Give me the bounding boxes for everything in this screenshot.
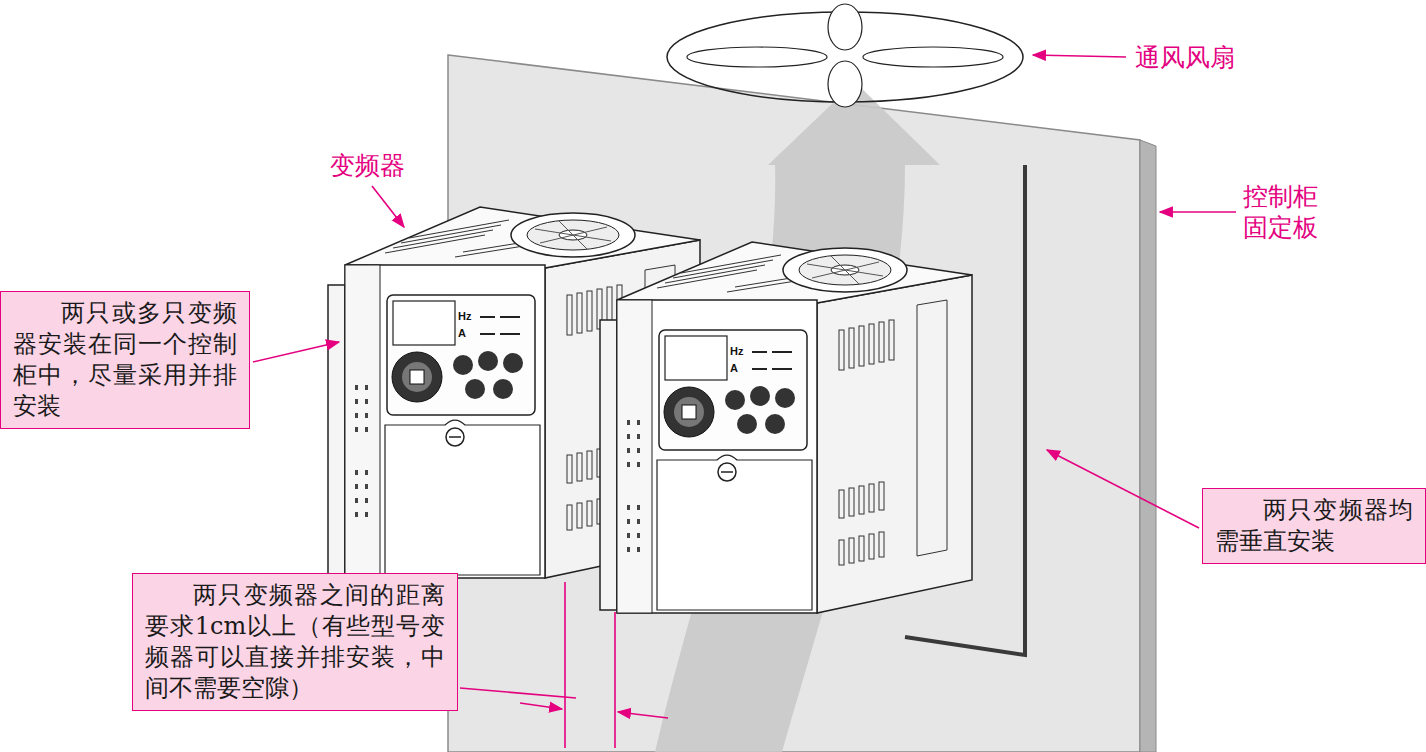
note-box: 两只变频器之间的距离要求1cm以上（有些型号变频器可以直接并排安装，中间不需要空… xyxy=(132,573,458,711)
fan-blade xyxy=(863,47,1003,67)
leader-arrow xyxy=(253,342,339,362)
led-label: A xyxy=(730,362,738,375)
led-label: Hz xyxy=(458,310,471,323)
extension-line xyxy=(614,612,616,748)
part-label: 变频器 xyxy=(330,150,405,181)
leader-arrow xyxy=(1033,55,1126,57)
note-text: 两只或多只变频器安装在同一个控制柜中，尽量采用并排安装 xyxy=(13,298,237,422)
dimension-arrow xyxy=(618,712,668,718)
extension-line xyxy=(564,582,566,748)
fan-blade xyxy=(687,47,827,67)
note-box: 两只或多只变频器安装在同一个控制柜中，尽量采用并排安装 xyxy=(0,291,250,429)
fan-blade xyxy=(828,4,862,50)
fan-blade xyxy=(828,61,862,107)
part-label: 控制柜固定板 xyxy=(1243,181,1323,243)
leader-arrow xyxy=(372,186,404,227)
led-label: A xyxy=(458,327,466,340)
plate-edge xyxy=(1140,140,1156,752)
note-text: 两只变频器之间的距离要求1cm以上（有些型号变频器可以直接并排安装，中间不需要空… xyxy=(145,580,445,704)
leader-line xyxy=(460,688,576,698)
note-box: 两只变频器均需垂直安装 xyxy=(1202,488,1426,564)
leader-arrow xyxy=(1047,450,1199,528)
led-label: Hz xyxy=(730,345,743,358)
inverter-drawing xyxy=(600,242,972,613)
dimension-arrow xyxy=(520,703,562,709)
part-label: 通风风扇 xyxy=(1135,42,1235,73)
note-text: 两只变频器均需垂直安装 xyxy=(1215,495,1413,557)
leader-arrow xyxy=(1160,211,1236,213)
